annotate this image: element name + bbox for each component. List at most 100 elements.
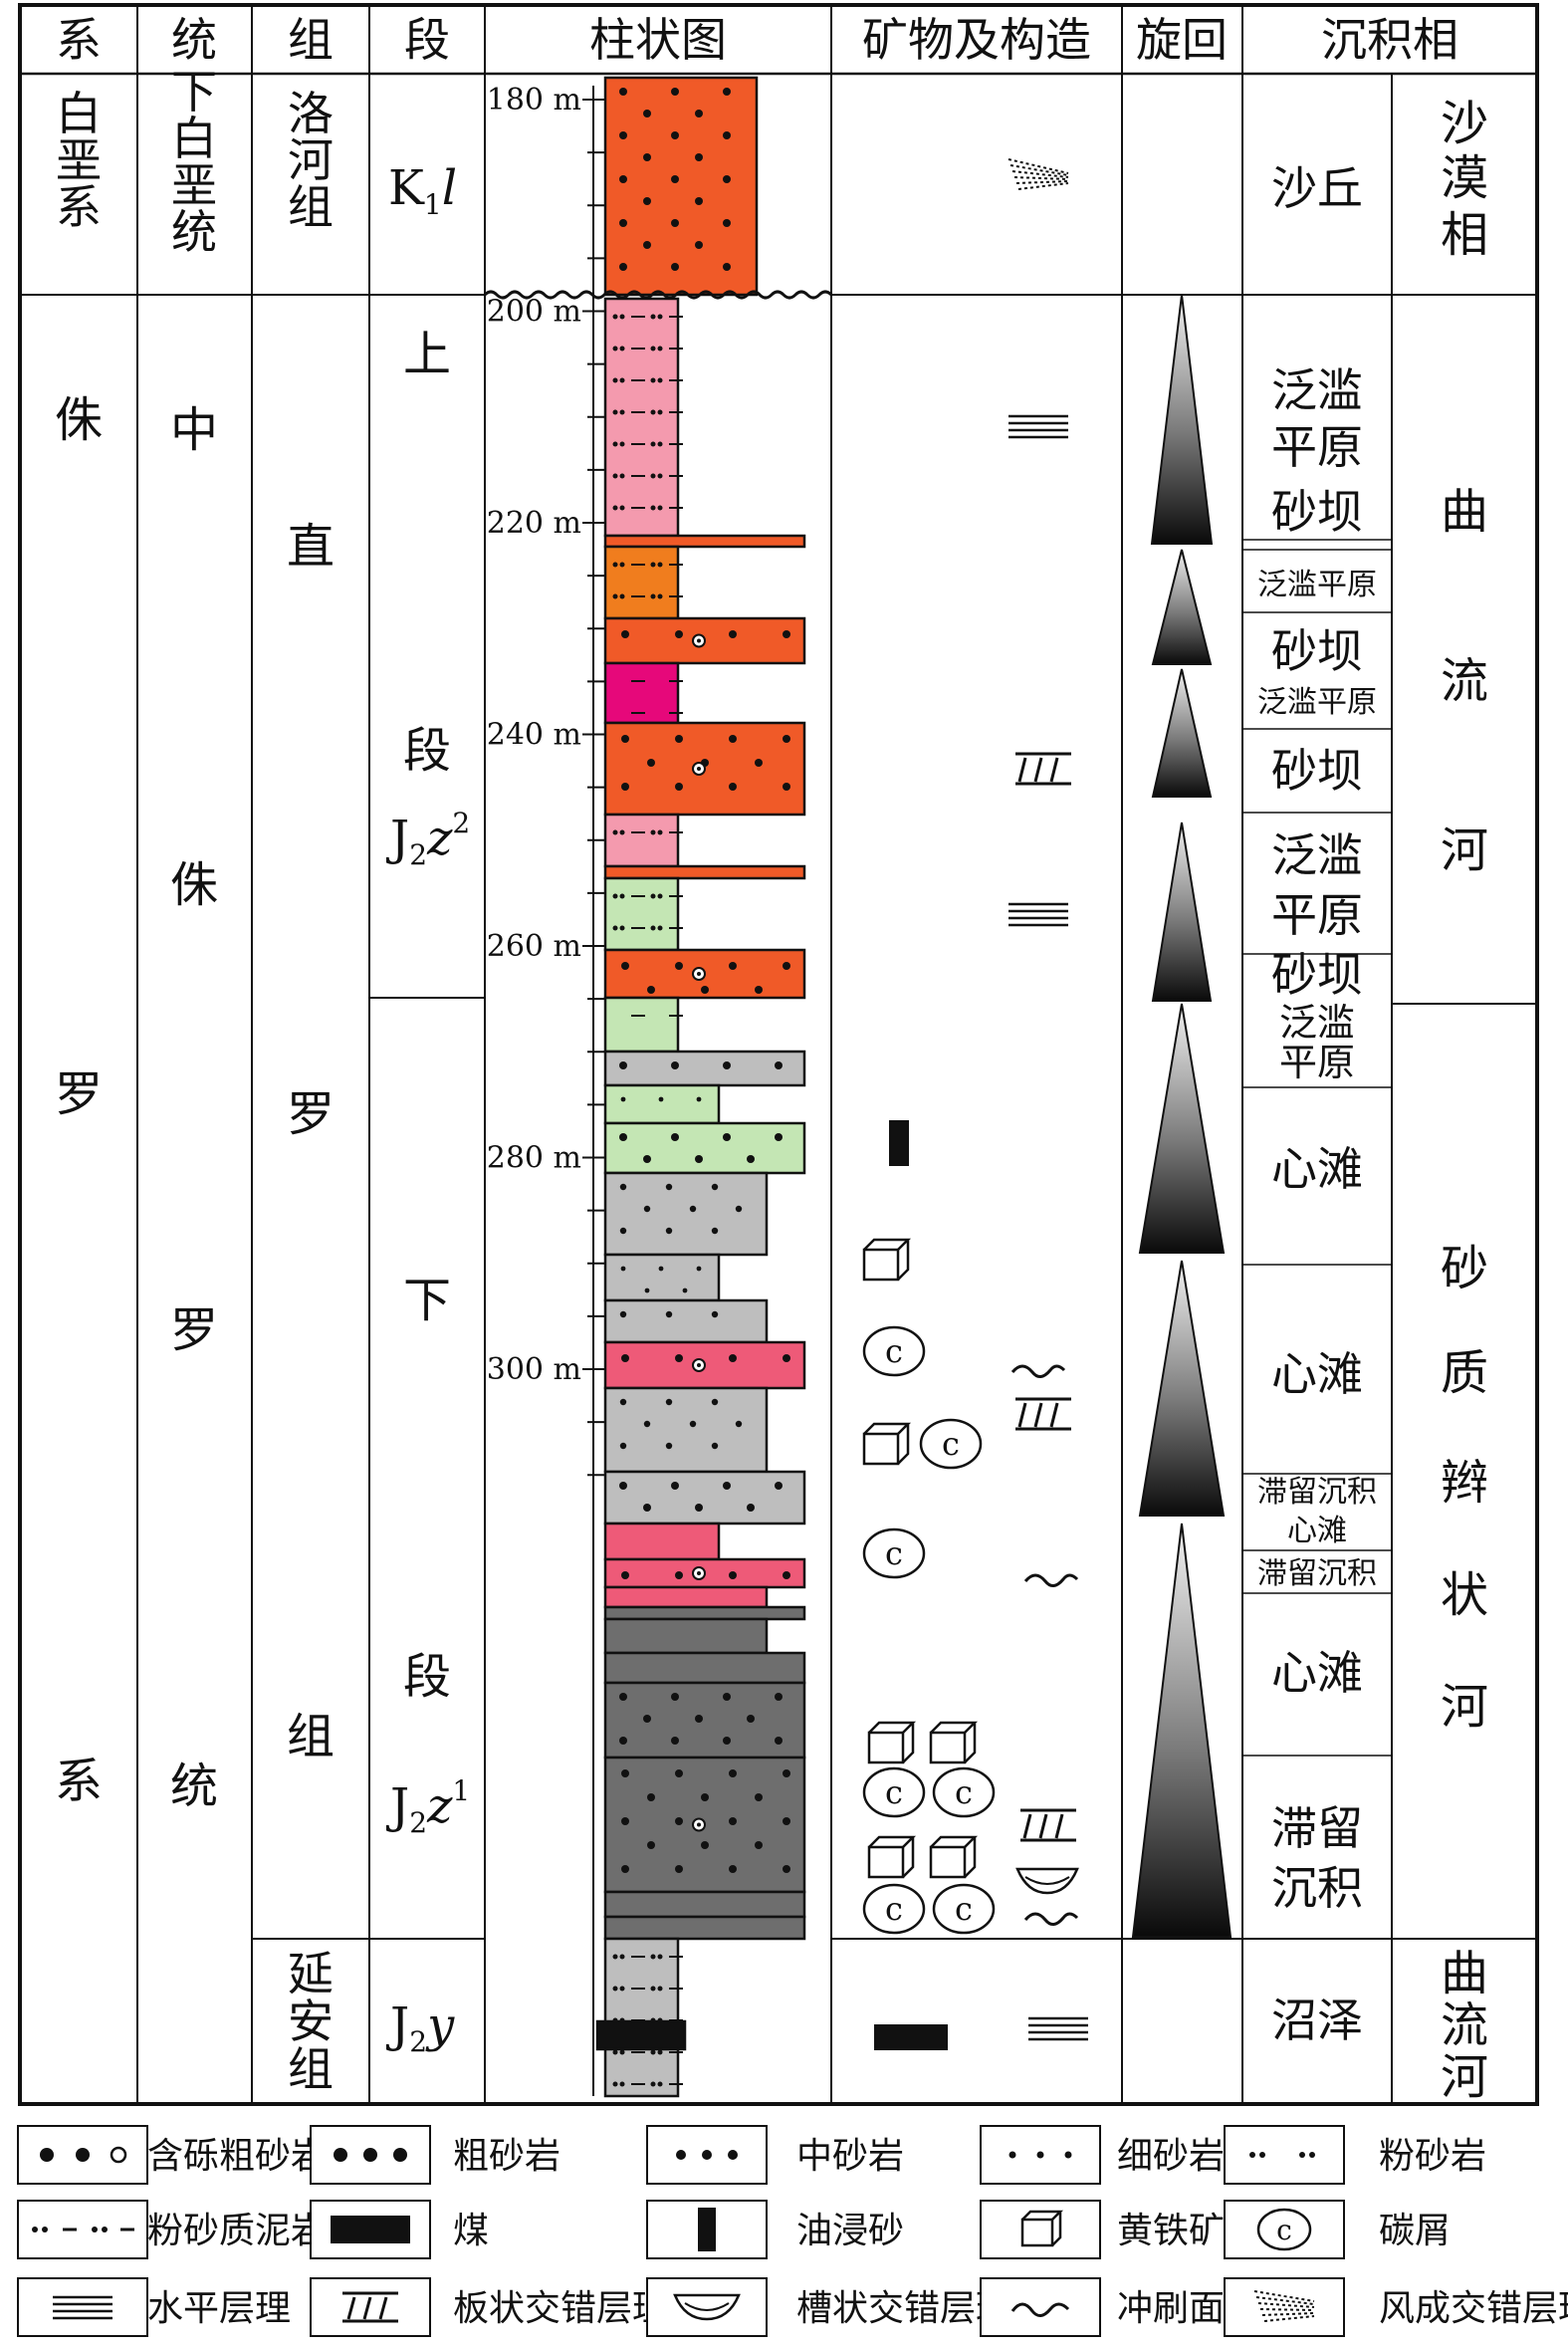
legend-pebble [110,2146,127,2164]
depth-label: 200 m [487,295,581,330]
grain-dot [647,759,655,767]
grain-dot [643,241,651,249]
silt-dot [650,2081,656,2087]
rock-layer [603,1121,806,1175]
vertical-char: 河 [1441,2049,1488,2105]
grain-dot [783,1817,790,1825]
rock-layer [603,1050,806,1087]
legend-tabular [346,2296,356,2320]
silt-dot [612,441,618,447]
grain-dot [783,630,790,638]
legend-aeolian [1253,2290,1315,2302]
silt-dot [650,473,656,479]
grain-dot [729,962,737,970]
rock-layer [603,1937,680,2098]
header-series: 统 [171,13,217,67]
grain-dot [671,88,679,96]
pyrite-symbol [863,1238,912,1281]
coal-symbol [874,2024,948,2050]
rock-layer [603,1915,806,1941]
grain-dot [735,1420,743,1428]
silt-dot [619,829,625,835]
legend-scour [1010,2302,1070,2317]
grain-dot [723,88,731,96]
legend-dot [1036,2151,1044,2159]
silt-dot [612,1986,618,1992]
tabular-bedding-symbol [1049,1402,1059,1428]
grain-dot [671,263,679,271]
grain-dot [658,1096,664,1102]
legend-carbon [1256,2208,1312,2251]
vertical-char: 沙 [1441,96,1488,151]
scour-surface-symbol [1023,1573,1079,1587]
grain-dot [695,1155,703,1163]
legend-label-coarse: 粗砂岩 [453,2136,560,2177]
facies-line: 砂坝 [1271,948,1363,1002]
rock-layer [603,297,680,538]
facies-line: 平原 [1279,1041,1355,1084]
grain-dot [621,1769,629,1777]
vertical-char: 系 [56,180,102,234]
vertical-char: 罗 [55,1066,103,1122]
silt-dot [650,314,656,320]
lower-member-code: J2z1 [385,1774,470,1839]
grain-dot [729,630,737,638]
silt-dot [612,473,618,479]
tabular-bedding-symbol [1049,757,1059,783]
facies-sandbar-2: 砂坝 [1271,744,1363,798]
zhiluo-formation-label: 直罗组 [287,519,335,1764]
legend-pyrite [1021,2210,1064,2246]
grain-dot [729,1571,737,1579]
legend-dot [40,2148,54,2162]
grain-dot [620,1266,626,1272]
silt-dot [619,441,625,447]
grain-dot [723,1737,731,1745]
silt-dot [650,1986,656,1992]
grain-dot [723,1693,731,1701]
vertical-char: 统 [171,205,217,259]
coal-band [595,2019,687,2051]
facies-dune: 沙丘 [1271,161,1363,215]
grain-dot [647,986,655,994]
grain-dot [783,783,790,791]
carbon-debris-symbol [932,1883,996,1935]
vertical-char: 河 [1441,822,1488,878]
grain-dot [701,1793,709,1801]
grain-dot [621,783,629,791]
grain-dot [671,1482,679,1490]
vertical-char: 状 [1441,1567,1488,1623]
legend-label-oil_sand: 油浸砂 [796,2211,904,2251]
silt-dot [612,314,618,320]
rock-layer [603,1083,721,1125]
rock-layer [603,545,680,620]
cretaceous-system-label: 白垩系 [56,87,102,234]
grain-dot [671,1133,679,1141]
grain-dot [671,1693,679,1701]
cycle-triangle [1138,1003,1226,1254]
depth-label: 180 m [487,83,581,117]
silt-dot [619,925,625,931]
upper-member-code: J2z2 [385,807,470,871]
legend-trough [684,2302,730,2311]
grain-dot [665,1310,673,1318]
grain-dot [689,1205,697,1213]
silt-dot [619,562,625,568]
silt-dot [612,893,618,899]
grain-dot [711,1310,719,1318]
grain-dot [729,1354,737,1362]
rock-layer [603,1470,806,1526]
grain-dot [619,1133,627,1141]
grain-dot [643,153,651,161]
legend-dot [1008,2151,1016,2159]
facies-flood-plain: 泛滥平原 [1257,568,1377,602]
silt-dot [650,925,656,931]
grain-dot [711,1227,719,1235]
silt-dot [619,2049,625,2055]
pyrite-symbol [867,1731,905,1764]
legend-aeolian [1255,2296,1315,2305]
grain-dot [675,962,683,970]
silt-dot [657,473,663,479]
legend-label-silty_mud: 粉砂质泥岩 [147,2211,327,2251]
